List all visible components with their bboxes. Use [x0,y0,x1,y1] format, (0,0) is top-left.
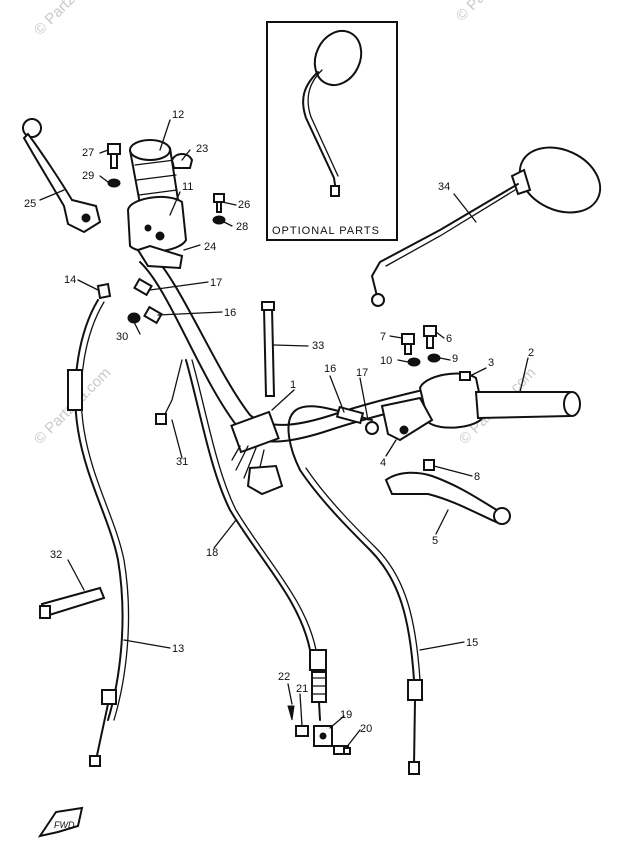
callout-12: 12 [172,109,184,121]
cable-15 [299,467,423,775]
callout-18: 18 [206,547,218,559]
callout-1: 1 [290,379,296,391]
callout-16a: 16 [224,307,236,319]
watermark: © Partzilla.com [453,0,536,25]
callout-20: 20 [360,723,372,735]
callout-26: 26 [238,199,250,211]
callout-11: 11 [182,181,193,193]
callouts: 12 23 27 29 25 11 26 28 24 14 17 16 30 3… [24,109,534,735]
callout-19: 19 [340,709,352,721]
callout-5: 5 [432,535,438,547]
cable-strap-32 [39,586,106,619]
callout-6: 6 [446,333,452,345]
handlebar [139,251,441,454]
callout-15: 15 [466,637,478,649]
callout-16b: 16 [324,363,336,375]
left-small-parts [96,143,226,325]
watermark: © Partzilla.com [31,0,114,39]
front-arrow: FWD [37,806,84,838]
callout-17b: 17 [356,367,368,379]
leader-lines [39,119,529,749]
right-mirror [371,146,602,307]
callout-31: 31 [176,456,188,468]
optional-mirror-head [313,29,363,87]
callout-4: 4 [380,457,386,469]
callout-25: 25 [24,198,36,210]
adjuster-parts [287,705,351,755]
callout-7: 7 [380,331,386,343]
left-switch-housing [126,195,188,270]
cable-18 [185,359,327,721]
callout-34: 34 [438,181,450,193]
callout-17a: 17 [210,277,222,289]
front-arrow-label: FWD [54,820,75,830]
callout-23: 23 [196,143,208,155]
right-switch-grip [418,371,581,429]
callout-13: 13 [172,643,184,655]
callout-33: 33 [312,340,324,352]
left-lever [22,118,102,234]
right-lever [380,325,511,525]
cable-13 [67,299,130,767]
callout-10: 10 [380,355,392,367]
callout-29: 29 [82,170,94,182]
callout-28: 28 [236,221,248,233]
cable-tie-33 [261,301,276,397]
callout-2: 2 [528,347,534,359]
callout-21: 21 [296,683,308,695]
wire-harness [155,359,284,496]
optional-mirror-stem [302,71,337,193]
callout-27: 27 [82,147,94,159]
callout-24: 24 [204,241,216,253]
callout-8: 8 [474,471,480,483]
callout-9: 9 [452,353,458,365]
optional-parts-label: OPTIONAL PARTS [272,225,380,237]
callout-22: 22 [278,671,290,683]
callout-3: 3 [488,357,494,369]
handlebar-clamp [230,410,280,454]
callout-30: 30 [116,331,128,343]
right-mirror-head [518,146,602,214]
callout-32: 32 [50,549,62,561]
right-cable-end [287,405,379,471]
optional-parts-box: OPTIONAL PARTS [266,21,398,241]
callout-14: 14 [64,274,76,286]
